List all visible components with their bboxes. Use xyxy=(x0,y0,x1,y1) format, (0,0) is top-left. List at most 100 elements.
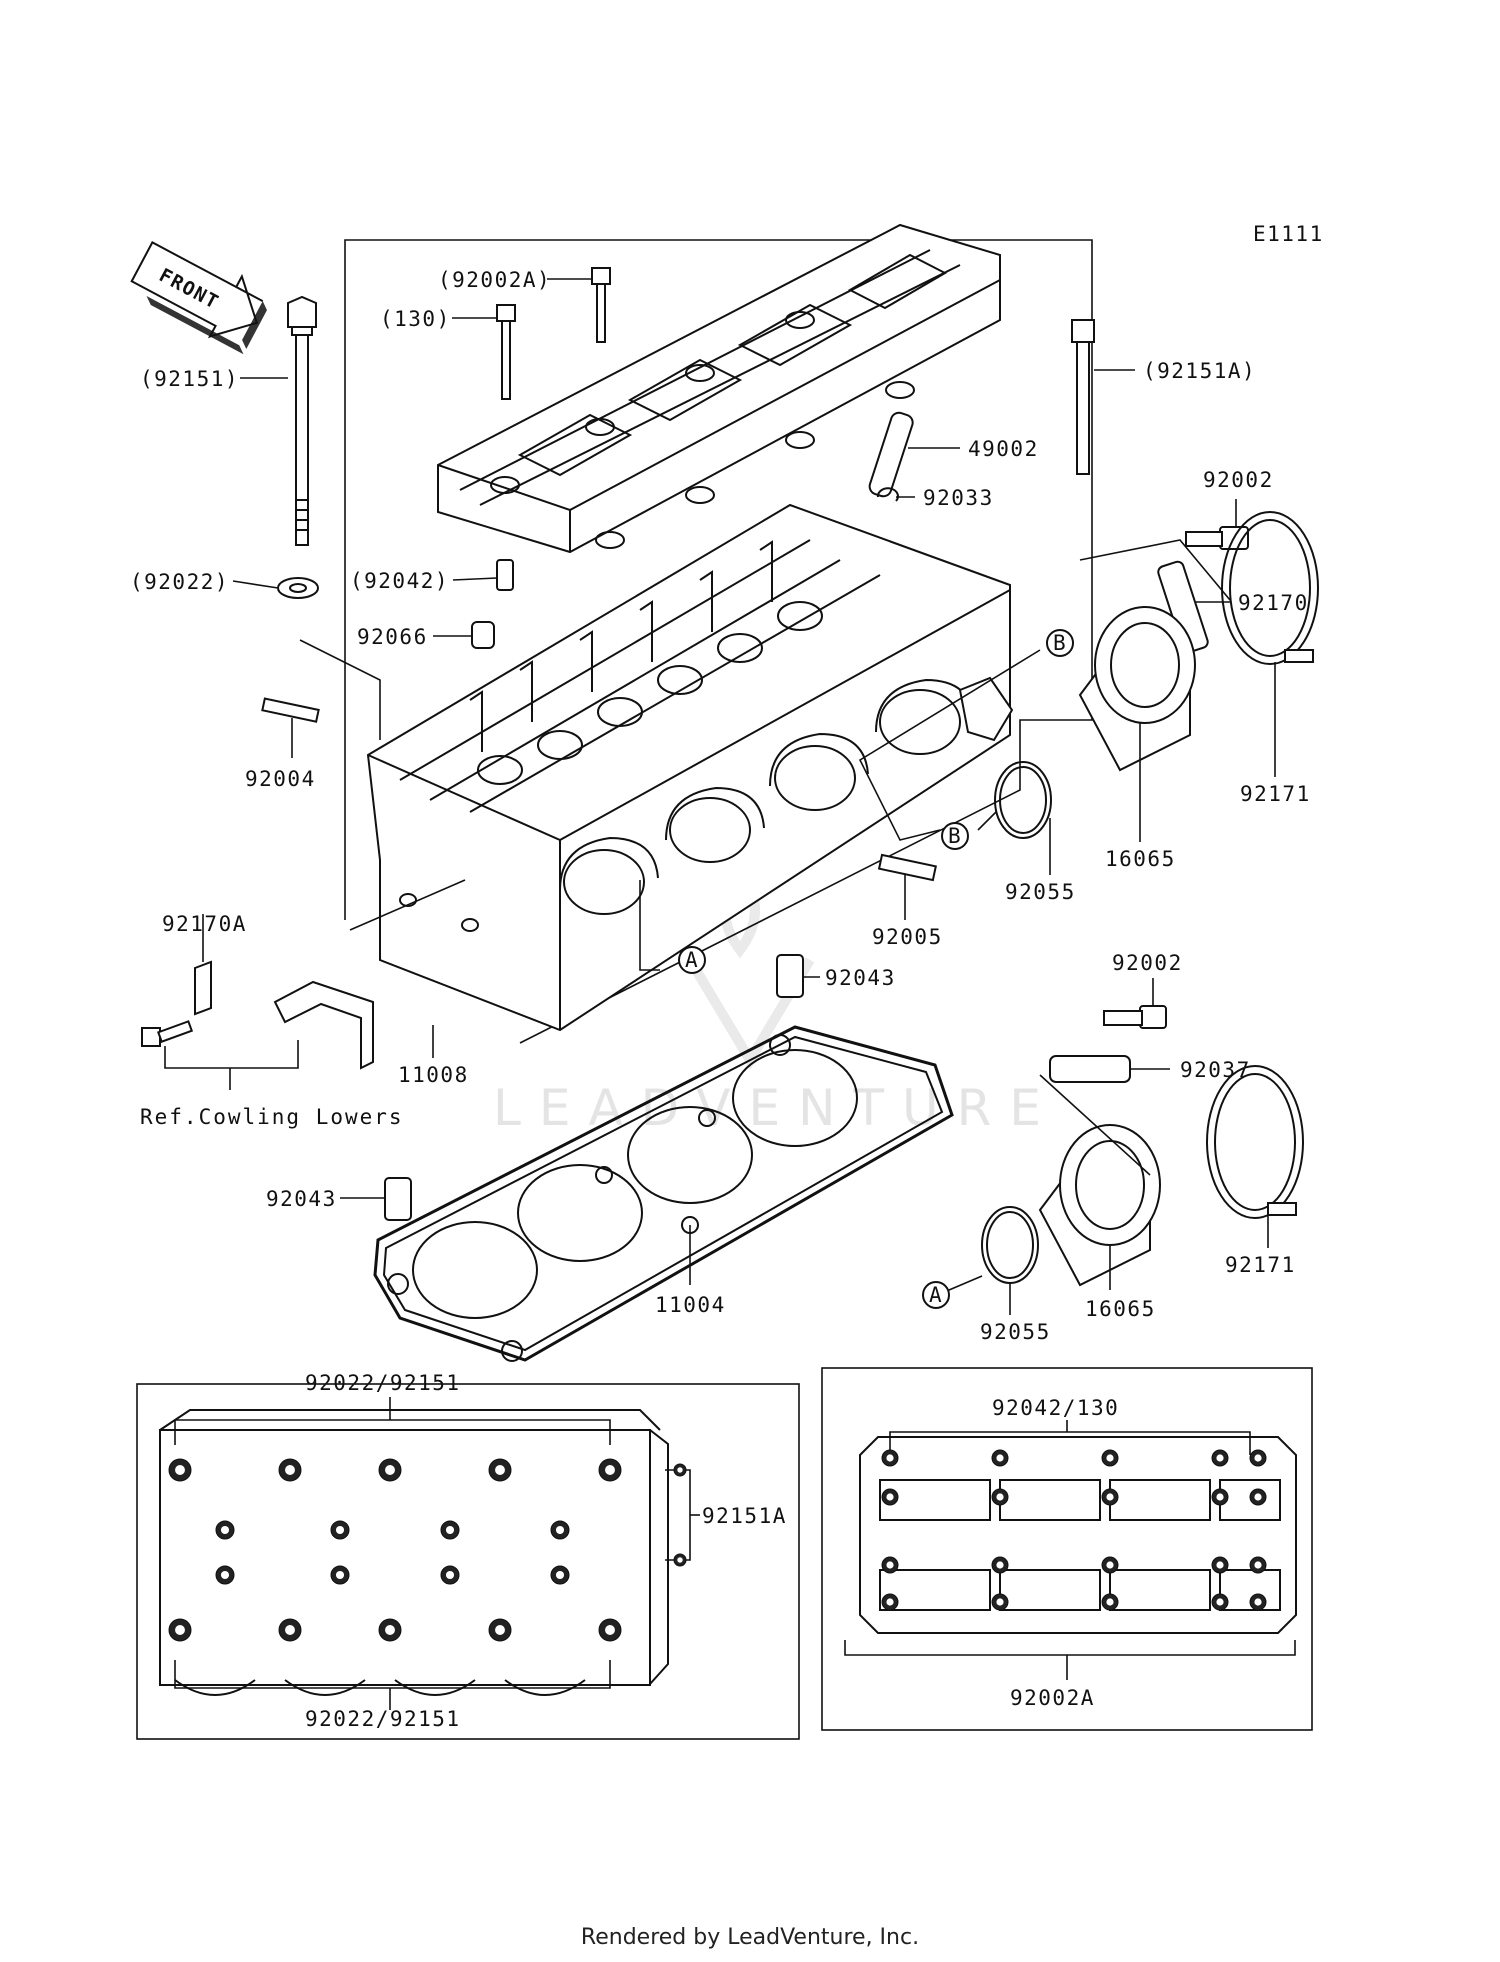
cam-holder-bolt-center xyxy=(1254,1454,1262,1462)
diagram-code: E1111 xyxy=(1253,222,1324,246)
head-bolt-lower-center xyxy=(495,1625,505,1635)
label-ref-cowling-lowers: Ref.Cowling Lowers xyxy=(140,1105,404,1129)
dowel-92042 xyxy=(496,559,514,591)
head-bolt-lower-center xyxy=(385,1625,395,1635)
head-bolt-upper-center xyxy=(495,1465,505,1475)
oring-92055-bot xyxy=(981,1206,1039,1284)
dowel-92043-top xyxy=(776,954,804,998)
callout-b-lower: B xyxy=(941,822,969,850)
cam-holder-bolt-center xyxy=(996,1454,1004,1462)
head-bolt-upper-center xyxy=(385,1465,395,1475)
bolt-92002-mid xyxy=(1103,1005,1167,1029)
cam-holder-bolt-center xyxy=(1216,1493,1224,1501)
bolt-92151 xyxy=(287,295,317,546)
label-92171-top: 92171 xyxy=(1240,782,1311,806)
label-92055-top: 92055 xyxy=(1005,880,1076,904)
sensor-92005 xyxy=(877,853,937,882)
bracket-92170A xyxy=(194,960,212,1016)
cam-holder-bolt-center xyxy=(886,1598,894,1606)
label-92151A: (92151A) xyxy=(1143,359,1256,383)
side-bolt-92151A-center xyxy=(677,1467,683,1473)
label-130: (130) xyxy=(380,307,451,331)
inset-right-bottom-label: 92002A xyxy=(1010,1686,1095,1710)
inset-right-top-label: 92042/130 xyxy=(992,1396,1119,1420)
cam-holder-bolt-center xyxy=(1106,1454,1114,1462)
cam-holder-bolt-center xyxy=(1216,1598,1224,1606)
label-92066: 92066 xyxy=(357,625,428,649)
plate-92037 xyxy=(1049,1055,1131,1083)
label-92171-bot: 92171 xyxy=(1225,1253,1296,1277)
cam-holder-bolt-center xyxy=(996,1598,1004,1606)
label-92004: 92004 xyxy=(245,767,316,791)
head-bolt-mid-center xyxy=(445,1570,455,1580)
inset-cam-holder-bolts: 92042/130 92002A xyxy=(821,1367,1313,1731)
cylinder-head xyxy=(366,503,1014,1032)
head-bolt-lower-center xyxy=(285,1625,295,1635)
cam-holder-bolt-center xyxy=(996,1561,1004,1569)
washer-92022 xyxy=(277,577,319,599)
svg-text:A: A xyxy=(685,948,699,972)
label-92002-top: 92002 xyxy=(1203,468,1274,492)
holder-16065-bot xyxy=(1038,1124,1161,1287)
label-11008: 11008 xyxy=(398,1063,469,1087)
label-92151: (92151) xyxy=(140,367,239,391)
label-11004: 11004 xyxy=(655,1293,726,1317)
label-92042: (92042) xyxy=(350,569,449,593)
svg-text:B: B xyxy=(1053,631,1067,655)
label-92033: 92033 xyxy=(923,486,994,510)
plug-92066 xyxy=(471,621,495,649)
head-bolt-mid-center xyxy=(555,1570,565,1580)
holder-16065-top xyxy=(1078,606,1196,772)
inset-left-bottom-label: 92022/92151 xyxy=(305,1707,461,1731)
bolt-cowling xyxy=(141,1020,194,1047)
head-bolt-lower-center xyxy=(175,1625,185,1635)
plate-92170 xyxy=(1157,560,1209,654)
clamp-92171-bot xyxy=(1206,1065,1304,1219)
cam-holder-bolt-center xyxy=(886,1454,894,1462)
head-bolt-mid-center xyxy=(335,1525,345,1535)
label-92002-mid: 92002 xyxy=(1112,951,1183,975)
bolt-130 xyxy=(496,304,516,400)
head-bolt-mid-center xyxy=(220,1570,230,1580)
cam-holder-bolt-center xyxy=(886,1493,894,1501)
cam-holder-bolt-center xyxy=(1254,1561,1262,1569)
footer-credit: Rendered by LeadVenture, Inc. xyxy=(580,1925,920,1950)
front-arrow-icon: FRONT xyxy=(130,241,267,355)
bolt-positions xyxy=(168,1458,687,1642)
head-bolt-mid-center xyxy=(335,1570,345,1580)
cam-holder-bolt-center xyxy=(1254,1598,1262,1606)
camshaft-cap-holder xyxy=(437,223,1001,554)
cam-holder-bolt-center xyxy=(996,1493,1004,1501)
head-bolt-mid-center xyxy=(555,1525,565,1535)
label-92037: 92037 xyxy=(1180,1058,1251,1082)
inset-left-top-label: 92022/92151 xyxy=(305,1371,461,1395)
label-92170A: 92170A xyxy=(162,912,247,936)
label-92005: 92005 xyxy=(872,925,943,949)
oring-92055-top xyxy=(994,761,1052,839)
watermark: LEADVENTURE xyxy=(493,1079,1059,1137)
inset-cylinder-head-bolts: 92022/92151 92151A 92022/92151 xyxy=(136,1371,800,1740)
head-bolt-mid-center xyxy=(220,1525,230,1535)
cam-holder-bolt-center xyxy=(1106,1561,1114,1569)
label-49002: 49002 xyxy=(968,437,1039,461)
callout-a-gasket: A xyxy=(678,946,706,974)
label-16065-top: 16065 xyxy=(1105,847,1176,871)
side-bolt-92151A-center xyxy=(677,1557,683,1563)
bolt-92151A xyxy=(1071,319,1095,475)
stud-92004 xyxy=(261,697,320,723)
head-bolt-mid-center xyxy=(445,1525,455,1535)
cam-holder-bolt-center xyxy=(1106,1493,1114,1501)
label-92170: 92170 xyxy=(1238,591,1309,615)
cam-holder-bolt-center xyxy=(886,1561,894,1569)
callout-a-lower: A xyxy=(922,1281,950,1309)
cam-holder-bolt-center xyxy=(1216,1561,1224,1569)
clamp-92171-top xyxy=(1221,511,1319,665)
head-bolt-lower-center xyxy=(605,1625,615,1635)
cam-holder-bolt-center xyxy=(1106,1598,1114,1606)
callout-b-upper: B xyxy=(1046,629,1074,657)
label-92022: (92022) xyxy=(130,570,229,594)
label-92055-bot: 92055 xyxy=(980,1320,1051,1344)
bolt-positions xyxy=(881,1449,1267,1611)
part-labels: (92002A) (130) (92151) (92151A) 49002 92… xyxy=(130,268,1311,1344)
